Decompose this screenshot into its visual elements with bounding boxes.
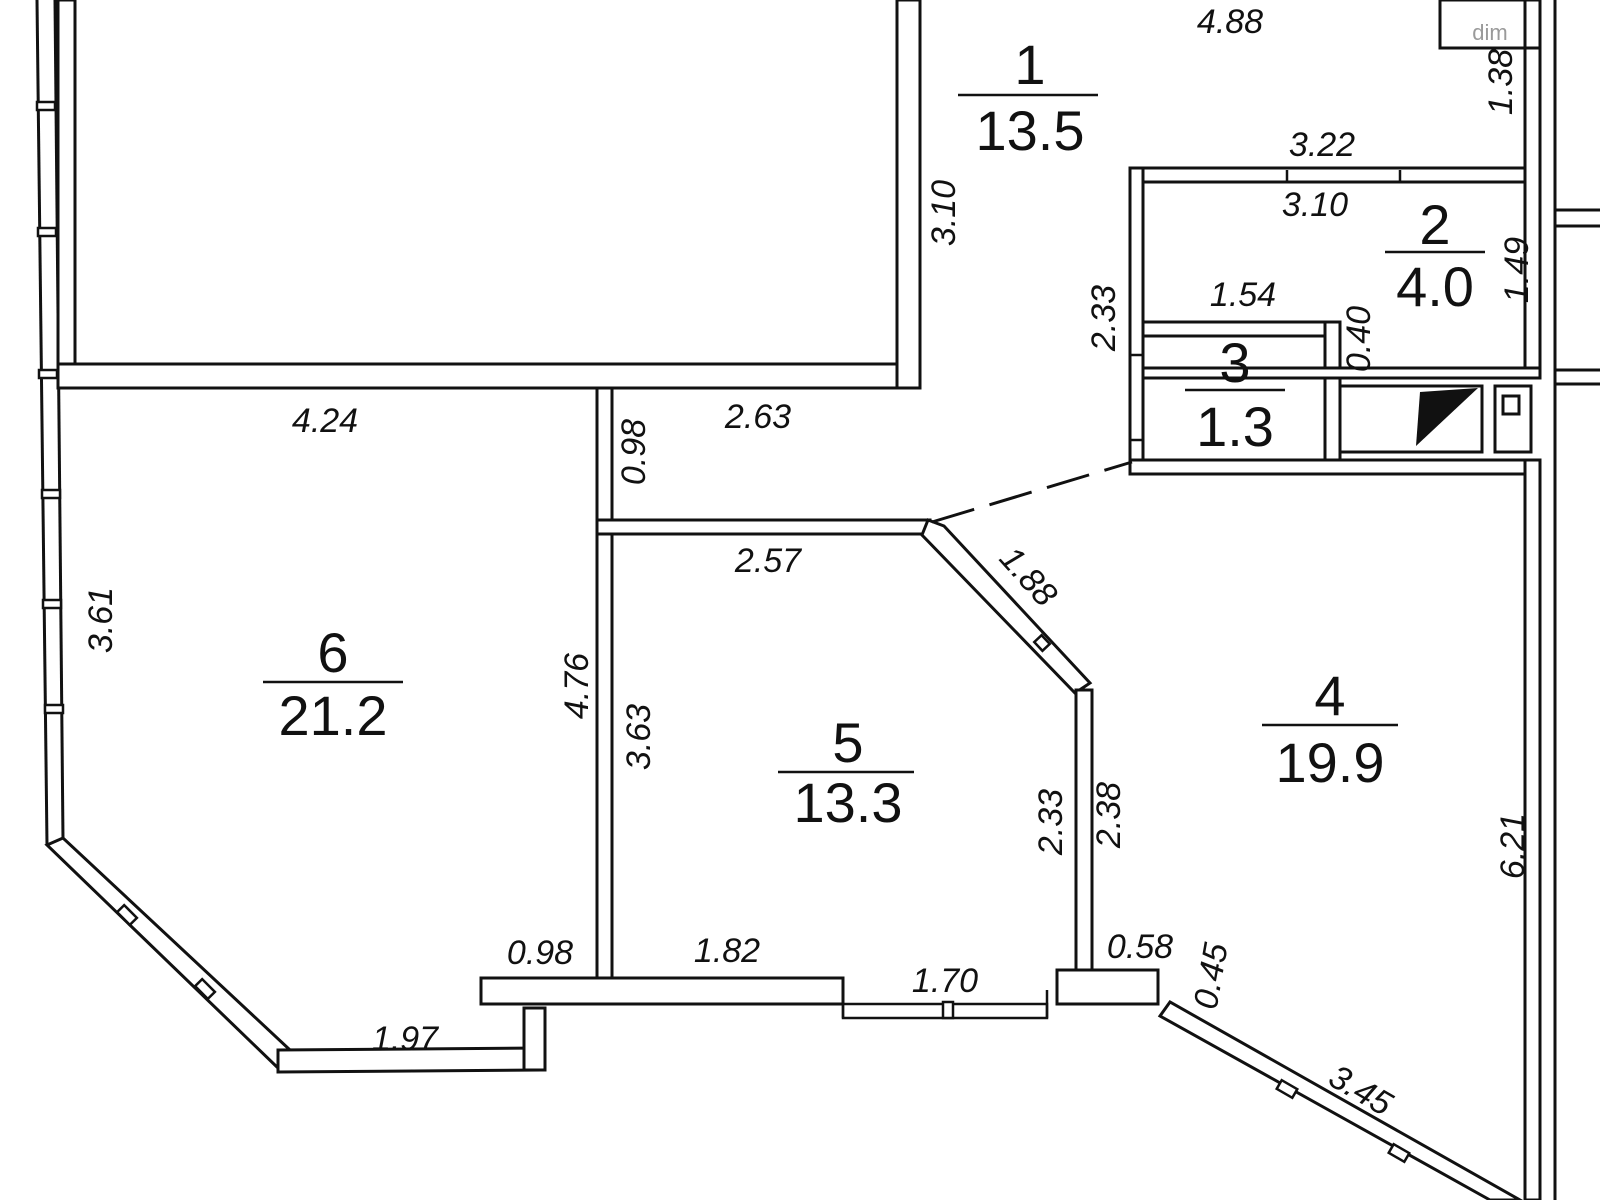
dim-1-49: 1.49	[1498, 237, 1536, 303]
dim-2-33-room5: 2.33	[1032, 789, 1070, 856]
dim-0-98-top: 0.98	[615, 419, 653, 485]
dim-1-82: 1.82	[694, 932, 760, 970]
room-6-label: 6 21.2	[263, 621, 403, 747]
dim-3-61: 3.61	[82, 587, 120, 653]
room-3-label: 3 1.3	[1185, 331, 1285, 458]
exterior-wall-right-bay	[1157, 1000, 1524, 1200]
watermark: dim	[1472, 20, 1507, 45]
exterior-wall-bay	[44, 836, 547, 1074]
dim-4-76: 4.76	[558, 653, 596, 719]
dim-2-38: 2.38	[1090, 782, 1128, 849]
dim-6-21: 6.21	[1494, 813, 1532, 879]
room-area: 13.5	[976, 99, 1085, 162]
dim-2-63: 2.63	[724, 398, 791, 436]
door-opening-dashed	[931, 460, 1133, 524]
room-number: 5	[832, 711, 863, 774]
dim-2-57: 2.57	[734, 542, 802, 580]
room-number: 4	[1314, 664, 1345, 727]
dim-0-58: 0.58	[1107, 928, 1173, 966]
dim-4-88: 4.88	[1197, 3, 1263, 41]
dim-3-10-top: 3.10	[925, 180, 963, 246]
dim-1-70: 1.70	[912, 962, 978, 1000]
dim-0-40: 0.40	[1340, 306, 1378, 372]
room-number: 6	[317, 621, 348, 684]
room-number: 3	[1219, 331, 1250, 394]
room-area: 4.0	[1396, 255, 1474, 318]
dim-1-38: 1.38	[1482, 49, 1520, 115]
room-4-label: 4 19.9	[1262, 664, 1398, 794]
dim-0-45: 0.45	[1187, 940, 1236, 1012]
dim-3-63: 3.63	[620, 704, 658, 770]
dim-3-22: 3.22	[1289, 126, 1355, 164]
room-1-label: 1 13.5	[958, 33, 1098, 162]
room-area: 21.2	[279, 684, 388, 747]
interior-walls	[56, 0, 1600, 1200]
dim-0-98-bottom: 0.98	[507, 934, 573, 972]
exterior-wall-left	[35, 0, 65, 846]
room-2-label: 2 4.0	[1385, 193, 1485, 318]
dim-1-54: 1.54	[1210, 276, 1276, 314]
room-area: 1.3	[1196, 395, 1274, 458]
room-area: 19.9	[1276, 731, 1385, 794]
dim-1-97: 1.97	[372, 1020, 439, 1058]
room-number: 2	[1419, 193, 1450, 256]
dim-3-10-room2: 3.10	[1282, 186, 1348, 224]
room-area: 13.3	[794, 771, 903, 834]
dim-2-33-room2: 2.33	[1085, 285, 1123, 352]
dim-4-24: 4.24	[292, 402, 358, 440]
room-number: 1	[1014, 33, 1045, 96]
room-5-label: 5 13.3	[778, 711, 914, 834]
dimension-labels: 4.88 1.38 3.10 3.22 3.10 1.49 2.33 1.54 …	[82, 3, 1536, 1124]
